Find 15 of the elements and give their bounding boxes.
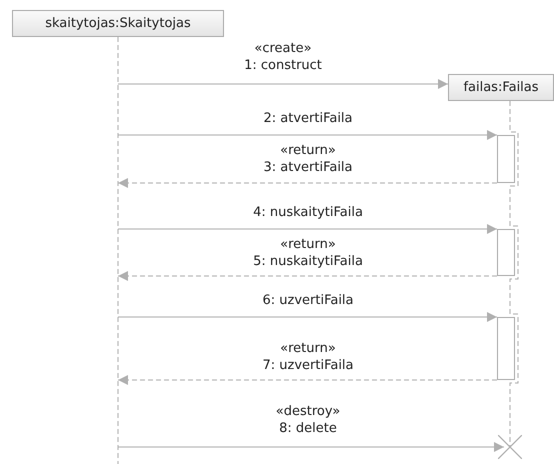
message-arrow: [118, 442, 504, 452]
message-arrow: [118, 224, 498, 234]
lifeline-header: failas:Failas: [448, 74, 554, 101]
return-arrow: [118, 375, 498, 385]
message-arrow: [118, 312, 498, 322]
activation-bar: [497, 135, 515, 183]
message-arrow: [118, 79, 448, 89]
lifeline: [510, 100, 518, 448]
activation-bar: [497, 317, 515, 380]
return-arrow: [118, 271, 498, 281]
message-arrow: [118, 130, 498, 140]
destroy-mark: [498, 435, 522, 459]
return-arrow: [118, 178, 498, 188]
lifeline-header: skaitytojas:Skaitytojas: [12, 10, 224, 37]
activation-bar: [497, 229, 515, 276]
